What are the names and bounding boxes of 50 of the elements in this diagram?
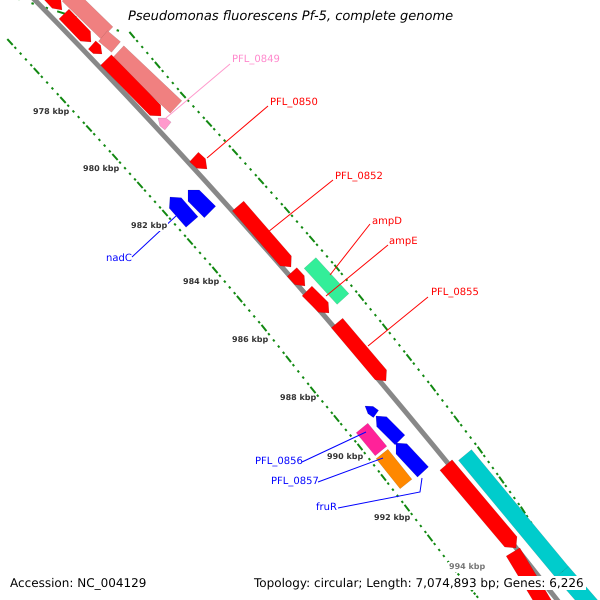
leader-line <box>268 180 334 232</box>
gene-bar <box>62 0 114 40</box>
leader-line <box>338 478 422 508</box>
leader-line <box>330 224 370 276</box>
gene-label: PFL_0856 <box>255 457 303 467</box>
leader-line <box>206 106 268 158</box>
gene-label: fruR <box>316 503 337 513</box>
gene-block <box>43 0 62 10</box>
gene-block <box>376 416 406 446</box>
scale-label: 982 kbp <box>130 221 168 231</box>
leader-line <box>368 296 428 346</box>
gene-block <box>158 118 172 130</box>
gene-label: ampE <box>389 237 418 247</box>
gene-label: PFL_0849 <box>232 55 280 65</box>
gene-block <box>169 196 198 228</box>
leader-line <box>166 64 230 118</box>
gene-block <box>396 442 429 478</box>
leader-line <box>326 244 388 296</box>
gene-block <box>364 406 379 418</box>
footer-note: Topology: circular; Length: 7,074,893 bp; Genes: 6,226 <box>252 576 586 590</box>
gene-label: PFL_0852 <box>335 172 383 182</box>
gene-block <box>100 54 162 116</box>
leader-line <box>318 458 384 482</box>
gene-label: PFL_0855 <box>431 288 479 298</box>
gene-bar <box>304 257 350 305</box>
gene-block <box>302 286 330 314</box>
gene-block <box>58 8 92 42</box>
gene-block <box>189 152 208 170</box>
gene-label: ampD <box>372 217 402 227</box>
scale-label: 984 kbp <box>183 278 220 286</box>
gene-label: PFL_0850 <box>270 98 318 108</box>
gene-block <box>286 267 306 286</box>
footer-note: Accession: NC_004129 <box>8 576 148 590</box>
gene-block <box>188 190 216 218</box>
leader-line <box>302 432 366 462</box>
scale-label: 986 kbp <box>232 336 268 344</box>
scale-label: 978 kbp <box>33 108 70 116</box>
gene-label: PFL_0857 <box>271 477 319 487</box>
gene-bar <box>112 46 182 114</box>
gene-bar <box>376 449 412 489</box>
diagram-title: Pseudomonas fluorescens Pf-5, complete genome <box>128 10 454 23</box>
gene-block <box>331 318 387 382</box>
scale-label: 980 kbp <box>83 165 120 173</box>
gene-block <box>232 200 292 268</box>
gene-label: nadC <box>106 254 132 264</box>
scale-label: 992 kbp <box>374 514 410 522</box>
scale-label: 990 kbp <box>327 453 364 461</box>
gene-block <box>440 460 518 548</box>
scale-label: 994 kbp <box>448 562 486 572</box>
scale-label: 988 kbp <box>280 394 316 402</box>
